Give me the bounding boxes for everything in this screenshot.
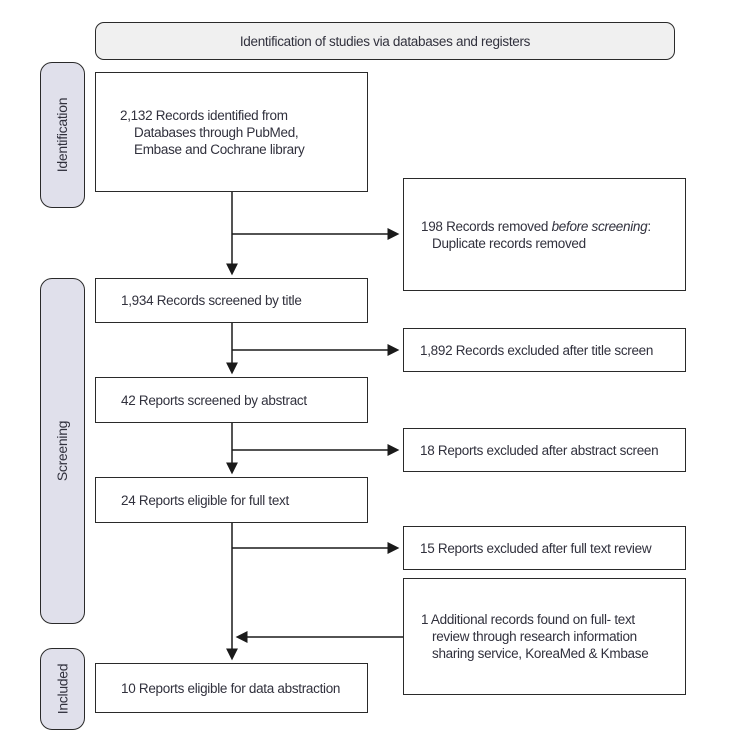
diagram-title-text: Identification of studies via databases … <box>239 33 531 49</box>
reports-screened-abstract-text: 42 Reports screened by abstract <box>121 392 307 408</box>
records-identified-text: 2,132 Records identified from Databases … <box>120 107 305 157</box>
stage-included: Included <box>40 648 85 730</box>
stage-included-label: Included <box>54 663 71 715</box>
removed-emphasis: before screening <box>551 218 648 234</box>
removed-before-screening-text: 198 Records removed before screening: Dup… <box>404 218 651 252</box>
excluded-after-title-box: 1,892 Records excluded after title scree… <box>403 328 686 372</box>
excluded-after-title-text: 1,892 Records excluded after title scree… <box>420 342 654 358</box>
removed-prefix: 198 Records removed <box>421 218 552 234</box>
excluded-after-abstract-box: 18 Reports excluded after abstract scree… <box>403 428 686 472</box>
reports-screened-abstract-box: 42 Reports screened by abstract <box>95 377 368 423</box>
additional-records-text: 1 Additional records found on full- text… <box>421 612 649 661</box>
removed-suffix: : <box>647 218 651 234</box>
stage-identification: Identification <box>40 62 85 208</box>
excluded-after-fulltext-box: 15 Reports excluded after full text revi… <box>403 526 686 570</box>
diagram-title: Identification of studies via databases … <box>95 22 675 60</box>
reports-data-abstraction-text: 10 Reports eligible for data abstraction <box>121 680 341 696</box>
reports-data-abstraction-box: 10 Reports eligible for data abstraction <box>95 663 368 713</box>
removed-before-screening-box: 198 Records removed before screening: Dup… <box>403 178 686 291</box>
reports-eligible-fulltext-text: 24 Reports eligible for full text <box>121 492 289 508</box>
stage-identification-label: Identification <box>54 97 71 173</box>
stage-screening-label: Screening <box>54 420 71 482</box>
excluded-after-abstract-text: 18 Reports excluded after abstract scree… <box>420 442 659 458</box>
records-identified-box: 2,132 Records identified from Databases … <box>95 72 368 192</box>
reports-eligible-fulltext-box: 24 Reports eligible for full text <box>95 477 368 523</box>
additional-records-box: 1 Additional records found on full- text… <box>403 578 686 695</box>
excluded-after-fulltext-text: 15 Reports excluded after full text revi… <box>420 540 652 556</box>
removed-detail: Duplicate records removed <box>432 235 586 251</box>
records-screened-title-box: 1,934 Records screened by title <box>95 278 368 323</box>
stage-screening: Screening <box>40 278 85 624</box>
records-screened-title-text: 1,934 Records screened by title <box>121 293 302 308</box>
